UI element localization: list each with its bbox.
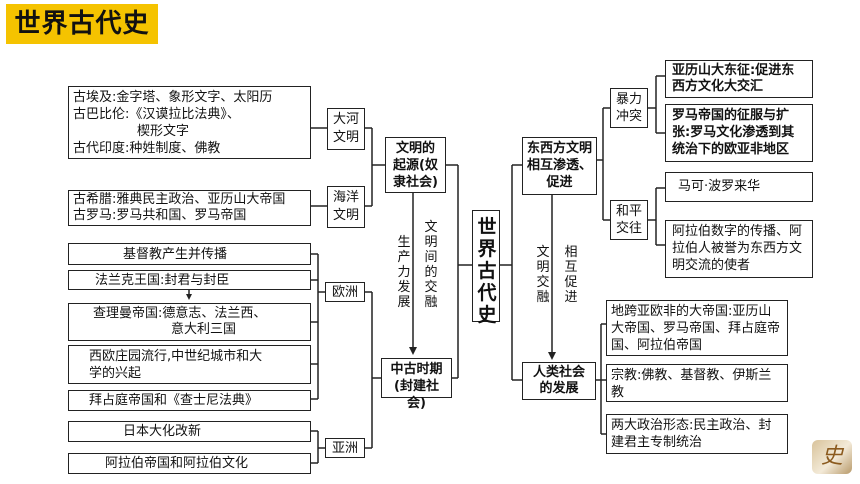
peace-label: 和平交往: [610, 200, 648, 240]
middle-ages-box: 中古时期(封建社会): [381, 358, 452, 411]
productivity-text: 生产力发展: [397, 235, 411, 310]
seal-char: 史: [820, 444, 843, 469]
cuneiform-text: 楔形文字: [137, 124, 190, 139]
europe-item-2: 法兰克王国:封君与封臣: [68, 270, 311, 290]
ocean-civ-label: 海洋文明: [327, 186, 365, 228]
charlemagne-text: 查理曼帝国:德意志、法兰西、: [93, 306, 267, 321]
civ-merge-text: 文明交融: [536, 245, 550, 305]
ancient-civs-box: 古埃及:金字塔、象形文字、太阳历 古巴比伦:《汉谟拉比法典》、 楔形文字 古代印…: [68, 86, 311, 159]
asia-item-2: 阿拉伯帝国和阿拉伯文化: [68, 453, 311, 474]
center-title: 世界古代史: [472, 210, 500, 326]
violent-label: 暴力冲突: [610, 88, 648, 128]
history-seal-icon: 史: [812, 440, 852, 474]
society-item-2: 宗教:佛教、基督教、伊斯兰教: [606, 364, 788, 402]
europe-item-5: 拜占庭帝国和《查士尼法典》: [68, 390, 311, 411]
center-title-text: 世界古代史: [477, 216, 497, 326]
greece-rome-box: 古希腊:雅典民主政治、亚历山大帝国 古罗马:罗马共和国、罗马帝国: [68, 190, 311, 226]
asia-label: 亚洲: [325, 438, 365, 458]
society-item-3: 两大政治形态:民主政治、封建君主专制统治: [606, 414, 788, 454]
origin-box: 文明的起源(奴隶社会): [385, 137, 446, 193]
violent-item-2: 罗马帝国的征服与扩张:罗马文化渗透到其统治下的欧亚非地区: [665, 104, 813, 162]
babylon-text: 古巴比伦:《汉谟拉比法典》、: [73, 107, 240, 122]
civ-exchange-text: 文明间的交融: [424, 220, 438, 310]
peace-item-1: 马可·波罗来华: [665, 172, 813, 202]
society-box: 人类社会的发展: [522, 362, 596, 400]
university-text: 学的兴起: [89, 366, 142, 381]
europe-item-1: 基督教产生并传播: [68, 243, 311, 265]
three-countries-text: 意大利三国: [171, 322, 237, 337]
violent-item-1: 亚历山大东征:促进东西方文化大交汇: [665, 60, 813, 98]
exchange-box: 东西方文明相互渗透、促进: [522, 137, 597, 195]
asia-item-1: 日本大化改新: [68, 421, 311, 442]
europe-label: 欧洲: [325, 282, 365, 302]
india-text: 古代印度:种姓制度、佛教: [73, 141, 221, 156]
page-title: 世界古代史: [6, 4, 158, 44]
egypt-text: 古埃及:金字塔、象形文字、太阳历: [73, 90, 273, 105]
greece-text: 古希腊:雅典民主政治、亚历山大帝国: [73, 192, 286, 207]
europe-item-4: 西欧庄园流行,中世纪城市和大 学的兴起: [68, 345, 311, 384]
europe-item-3: 查理曼帝国:德意志、法兰西、 意大利三国: [68, 303, 311, 341]
society-item-1: 地跨亚欧非的大帝国:亚历山大帝国、罗马帝国、拜占庭帝国、阿拉伯帝国: [606, 300, 788, 356]
peace-item-2: 阿拉伯数字的传播、阿拉伯人被誉为东西方文明交流的使者: [665, 220, 813, 278]
mutual-promote-text: 相互促进: [564, 245, 578, 305]
rome-text: 古罗马:罗马共和国、罗马帝国: [73, 208, 247, 223]
river-civ-label: 大河文明: [327, 108, 365, 150]
manor-text: 西欧庄园流行,中世纪城市和大: [89, 349, 263, 364]
